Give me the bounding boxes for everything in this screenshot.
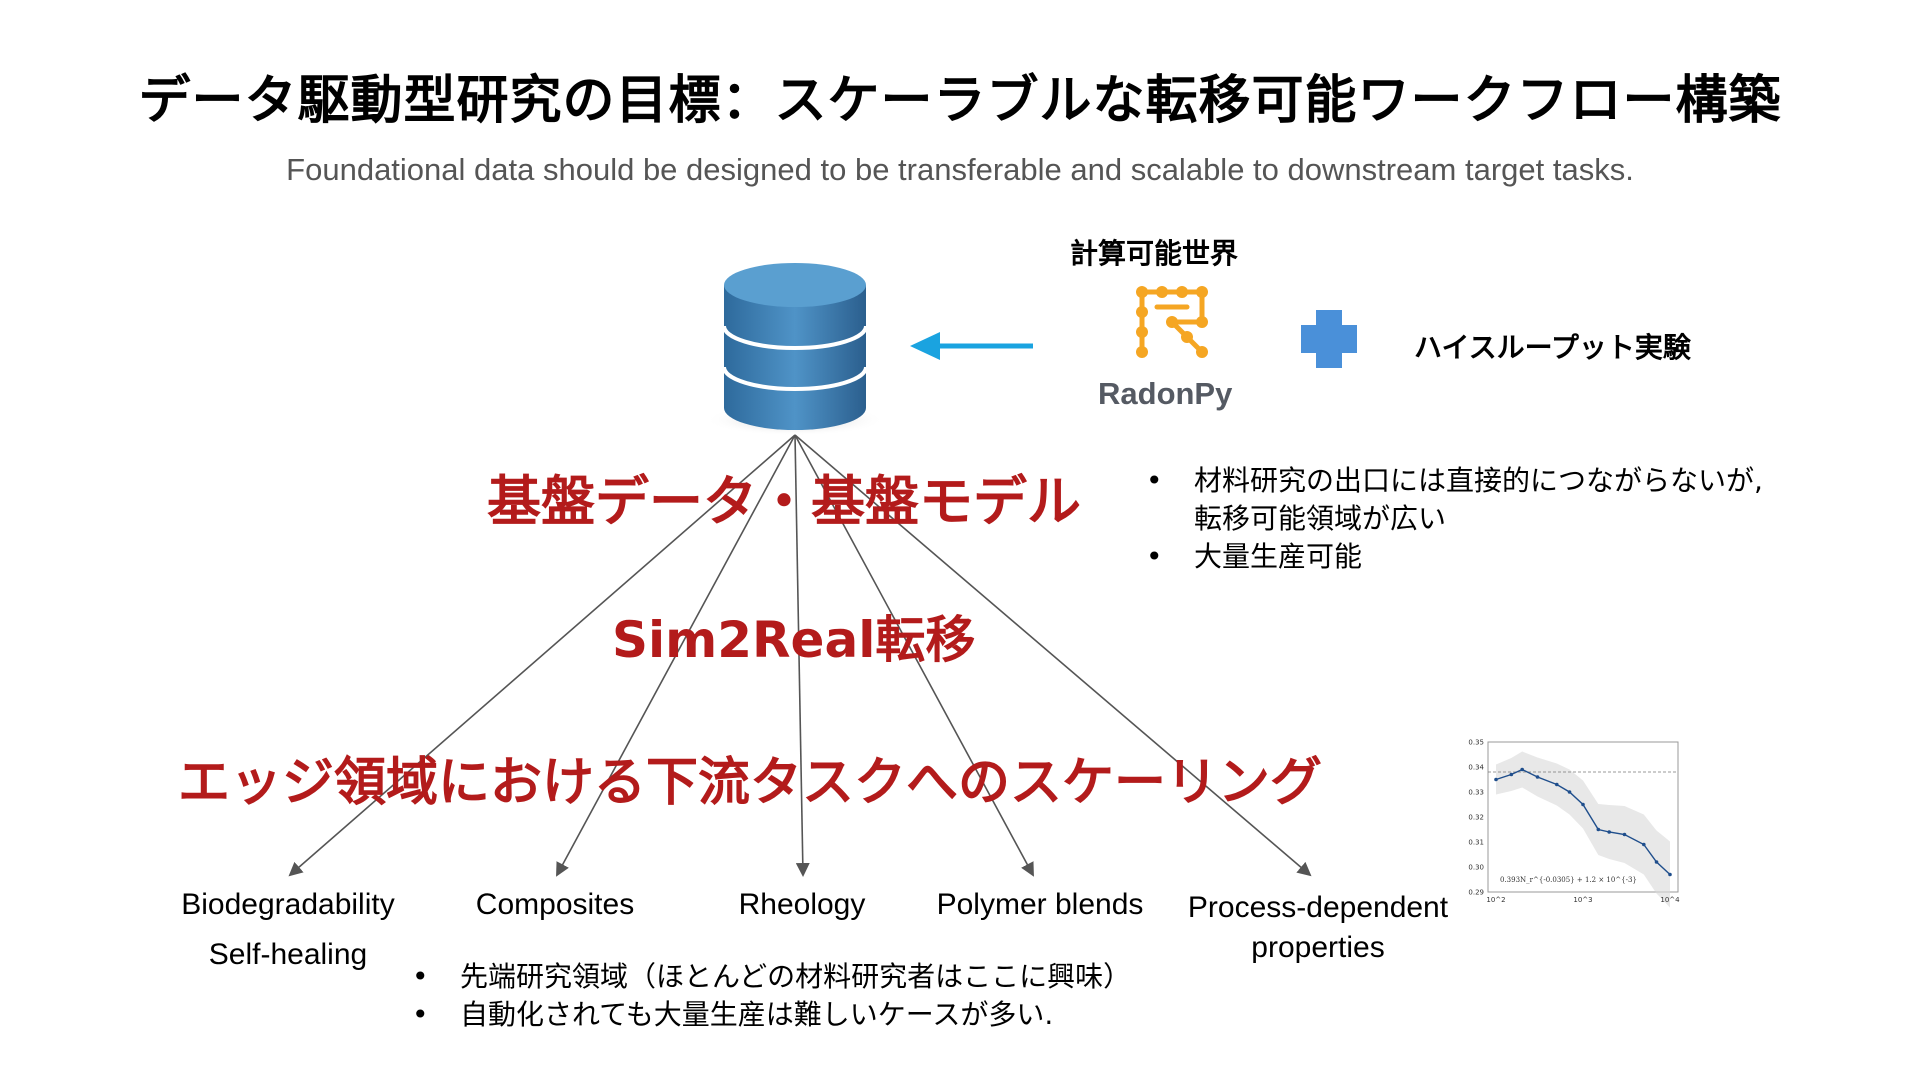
chart-y-tick-label: 0.35 xyxy=(1468,739,1484,747)
foundation-notes: 材料研究の出口には直接的につながらないが, 転移可能領域が広い 大量生産可能 xyxy=(1146,462,1886,576)
arrow-to-composites xyxy=(556,434,796,877)
database-cylinder-icon xyxy=(705,263,885,436)
high-throughput-label: ハイスループット実験 xyxy=(1414,331,1691,364)
edge-notes: 先端研究領域（ほとんどの材料研究者はここに興味） 自動化されても大量生産は難しい… xyxy=(412,958,1312,1034)
foundation-heading: 基盤データ・基盤モデル xyxy=(487,470,1081,533)
chart-point xyxy=(1668,872,1672,877)
chart-point xyxy=(1622,832,1627,837)
chart-y-tick-label: 0.29 xyxy=(1468,889,1484,897)
slide-subtitle: Foundational data should be designed to … xyxy=(286,152,1634,187)
chart-x-tick-label: 10^4 xyxy=(1660,896,1680,904)
chart-point xyxy=(1581,802,1585,807)
chart-point xyxy=(1555,782,1559,787)
arrow-to-biodegradability xyxy=(288,434,796,877)
task-self-healing: Self-healing xyxy=(208,938,368,971)
task-rheology: Rheology xyxy=(738,888,866,921)
foundation-note-1: 材料研究の出口には直接的につながらないが, 転移可能領域が広い xyxy=(1146,462,1886,538)
chart-y-tick-label: 0.32 xyxy=(1468,814,1484,822)
edge-note-1: 先端研究領域（ほとんどの材料研究者はここに興味） xyxy=(412,958,1312,996)
chart-point xyxy=(1509,772,1514,777)
chart-x-tick-label: 10^3 xyxy=(1573,896,1592,904)
plus-icon xyxy=(1301,310,1357,368)
chart-point xyxy=(1607,830,1611,834)
task-polymer-blends: Polymer blends xyxy=(936,888,1144,921)
chart-x-tick-label: 10^2 xyxy=(1486,896,1505,904)
arrow-to-rheology xyxy=(794,434,810,877)
chart-point xyxy=(1567,790,1572,794)
chart-point xyxy=(1642,842,1646,847)
scaling-heading: エッジ領域における下流タスクへのスケーリング xyxy=(178,753,1323,813)
chart-point xyxy=(1535,775,1540,779)
chart-point xyxy=(1520,767,1524,772)
arrow-to-process-dependent xyxy=(794,434,1312,877)
chart-y-tick-label: 0.33 xyxy=(1468,789,1484,797)
task-process-dependent: Process-dependent properties xyxy=(1187,891,1449,964)
chart-x-ticks: 10^2 10^3 10^4 xyxy=(1486,896,1680,904)
chart-series-points xyxy=(1494,767,1672,877)
slide-title: データ駆動型研究の目標：スケーラブルな転移可能ワークフロー構築 xyxy=(138,71,1782,131)
chart-y-tick-label: 0.31 xyxy=(1468,839,1484,847)
sim2real-heading: Sim2Real転移 xyxy=(612,611,976,669)
arrow-left-icon xyxy=(910,332,1033,360)
chart-y-tick-label: 0.34 xyxy=(1468,764,1484,772)
chart-point xyxy=(1596,827,1601,832)
task-composites: Composites xyxy=(475,888,635,921)
chart-point xyxy=(1494,777,1498,782)
chart-point xyxy=(1654,860,1659,864)
edge-note-2: 自動化されても大量生産は難しいケースが多い. xyxy=(412,996,1312,1034)
compute-world-label: 計算可能世界 xyxy=(1070,237,1239,270)
chart-confidence-band xyxy=(1496,751,1670,908)
arrow-to-polymer-blends xyxy=(794,434,1034,877)
chart-annotation: 0.393N_r^{-0.0305} + 1.2 × 10^{-3} xyxy=(1500,876,1637,884)
chart-y-tick-label: 0.30 xyxy=(1468,864,1484,872)
chart-y-ticks: 0.35 0.34 0.33 0.32 0.31 0.30 0.29 xyxy=(1468,739,1484,897)
foundation-note-2: 大量生産可能 xyxy=(1146,538,1886,576)
radonpy-logo-icon xyxy=(1136,286,1208,358)
fanout-arrows xyxy=(288,434,1312,877)
radonpy-logo-text: RadonPy xyxy=(1098,376,1233,411)
task-biodegradability: Biodegradability xyxy=(181,888,395,921)
